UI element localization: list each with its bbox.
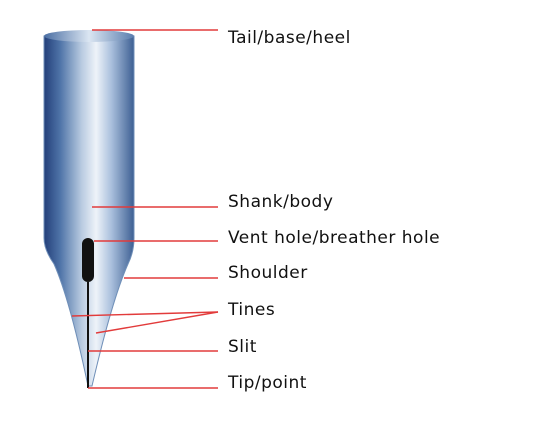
label-tail: Tail/base/heel xyxy=(228,28,351,48)
label-shoulder: Shoulder xyxy=(228,263,308,283)
nib-tail-edge xyxy=(44,30,134,42)
leader-tines-lower xyxy=(95,311,219,334)
leader-tines-upper xyxy=(71,311,219,317)
nib-body xyxy=(43,35,135,387)
label-shank: Shank/body xyxy=(228,192,334,212)
vent-hole xyxy=(82,238,94,282)
leader-lines xyxy=(71,29,219,389)
label-tip: Tip/point xyxy=(228,373,307,393)
label-slit: Slit xyxy=(228,337,257,357)
label-tines: Tines xyxy=(228,300,276,320)
label-vent: Vent hole/breather hole xyxy=(228,228,441,248)
